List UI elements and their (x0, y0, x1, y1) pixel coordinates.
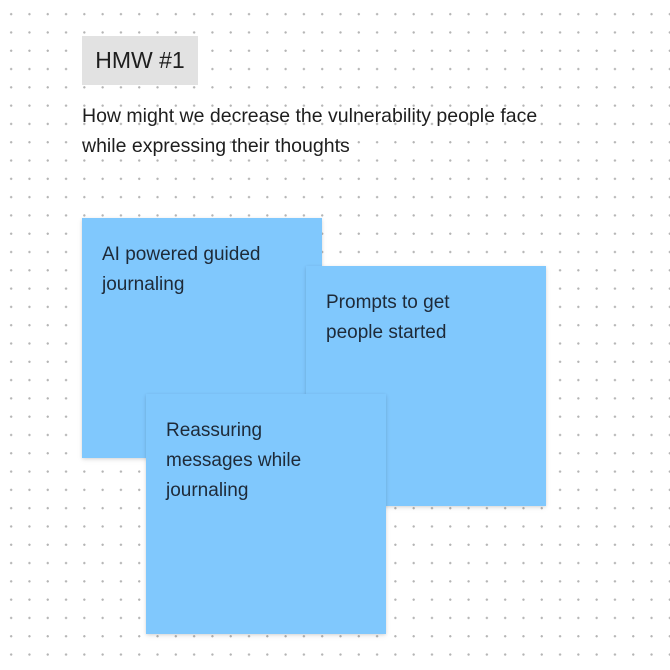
hmw-prompt-text[interactable]: How might we decrease the vulnerability … (82, 105, 538, 157)
sticky-note-text: Prompts to get people started (326, 292, 450, 343)
section-tag[interactable]: HMW #1 (82, 36, 198, 85)
sticky-note-prompts[interactable]: Prompts to get people started (306, 266, 546, 506)
sticky-note-text: AI powered guided journaling (102, 244, 261, 295)
sticky-note-text: Reassuring messages while journaling (166, 420, 302, 501)
sticky-note-reassuring-messages[interactable]: Reassuring messages while journaling (146, 394, 386, 634)
